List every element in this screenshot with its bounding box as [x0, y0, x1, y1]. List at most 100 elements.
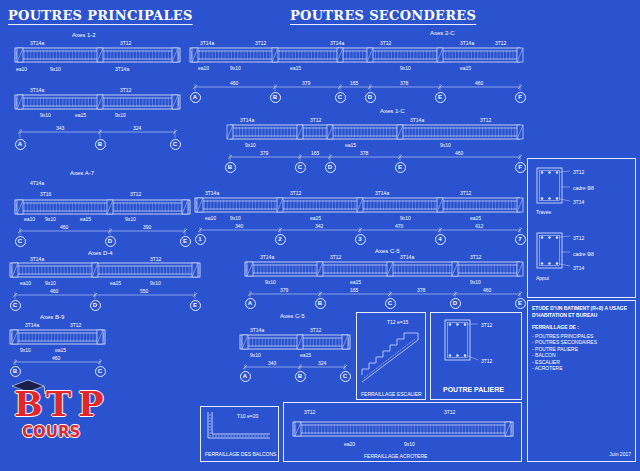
stirrup — [179, 265, 180, 275]
stirrup — [146, 97, 147, 107]
stirrup — [317, 50, 318, 60]
stirrup-label: 9x10 — [400, 65, 411, 71]
stirrup — [38, 265, 39, 275]
stirrup — [380, 127, 381, 137]
column-support — [387, 262, 393, 276]
stirrup — [149, 50, 150, 60]
stirrup — [237, 50, 238, 60]
stirrup-label: ea15 — [350, 279, 361, 285]
stirrup — [293, 127, 294, 137]
stirrup — [27, 97, 28, 107]
stirrup — [110, 50, 111, 60]
stirrup — [313, 337, 314, 347]
stirrup — [56, 202, 57, 212]
axis-line — [245, 364, 246, 370]
stirrup — [481, 50, 482, 60]
stirrup — [423, 50, 424, 60]
panel-text: ea20 — [344, 441, 355, 447]
column-support — [357, 198, 363, 212]
stirrup — [431, 127, 432, 137]
rebar-dot — [548, 197, 550, 199]
axis-letter: D — [453, 300, 457, 307]
stirrup — [283, 264, 284, 274]
stirrup — [231, 50, 232, 60]
stirrup — [489, 127, 490, 137]
stirrup — [437, 127, 438, 137]
stirrup — [494, 264, 495, 274]
panel-text: FERRAILLAGE ESCALIER — [361, 391, 422, 397]
top-rebar — [232, 128, 518, 132]
stirrup — [334, 264, 335, 274]
stirrup — [392, 424, 393, 434]
stirrup — [347, 424, 348, 434]
stirrup — [310, 200, 311, 210]
stirrup — [399, 200, 400, 210]
stirrup — [53, 50, 54, 60]
dimension: 470 — [395, 223, 403, 229]
axis-line — [195, 84, 196, 91]
rebar-dot — [556, 262, 558, 264]
stirrup-label: 9x10 — [250, 352, 261, 358]
stirrup — [69, 97, 70, 107]
rebar-label: 3T12 — [70, 322, 81, 328]
dimension: 378 — [360, 150, 368, 156]
dimension: 165 — [350, 80, 358, 86]
column-support — [97, 95, 103, 109]
stirrup — [335, 127, 336, 137]
stirrup-label: 9x10 — [470, 279, 481, 285]
top-rebar — [295, 425, 511, 429]
dimension: 460 — [230, 80, 238, 86]
rebar-label: 3T12 — [150, 256, 161, 262]
stirrup — [492, 200, 493, 210]
stirrup — [495, 127, 496, 137]
axis-letter: B — [273, 94, 277, 101]
axis-letter: B — [13, 368, 17, 375]
top-rebar — [247, 265, 518, 269]
stirrup — [99, 265, 100, 275]
stirrup — [497, 50, 498, 60]
stirrup — [88, 202, 89, 212]
column-hatch — [182, 200, 188, 214]
stirrup — [218, 50, 219, 60]
column-hatch — [342, 335, 348, 349]
column-hatch — [367, 48, 373, 62]
dimension: 343 — [56, 125, 64, 131]
stirrup — [45, 265, 46, 275]
dimension-tick — [298, 365, 302, 369]
stirrup — [458, 50, 459, 60]
column-support — [297, 125, 303, 139]
stirrup — [351, 200, 352, 210]
stirrup — [217, 200, 218, 210]
axis-line — [520, 291, 521, 297]
stirrup — [252, 200, 253, 210]
stirrup — [19, 265, 20, 275]
panel-text: FERRAILLAGE ACROTERE — [364, 453, 427, 459]
stirrup — [299, 264, 300, 274]
bottom-rebar — [192, 55, 518, 59]
stirrup — [507, 264, 508, 274]
stirrup — [424, 424, 425, 434]
axis-letter: B — [98, 141, 102, 148]
stirrup — [303, 200, 304, 210]
rebar-label: 3T14a — [205, 190, 219, 196]
rebar-dot — [449, 354, 451, 356]
stirrup — [69, 202, 70, 212]
axis-title: Axes B-9 — [40, 314, 64, 321]
balcony-panel: T10 e=20FERRAILLAGE DES BALCONS — [200, 406, 279, 462]
stirrup — [465, 50, 466, 60]
column-hatch — [437, 198, 443, 212]
axis-letter: D — [93, 302, 97, 309]
axis-line — [95, 292, 96, 299]
stirrup — [153, 265, 154, 275]
axis-line — [100, 129, 101, 138]
stirrup — [51, 265, 52, 275]
stirrup — [62, 97, 63, 107]
leader-line — [561, 187, 570, 188]
stirrup — [57, 332, 58, 342]
stirrup — [360, 424, 361, 434]
axis-letter: E — [518, 300, 522, 307]
stirrup — [311, 50, 312, 60]
logo-tassel — [44, 386, 45, 394]
dimension-tick — [318, 292, 322, 296]
stirrup — [285, 50, 286, 60]
